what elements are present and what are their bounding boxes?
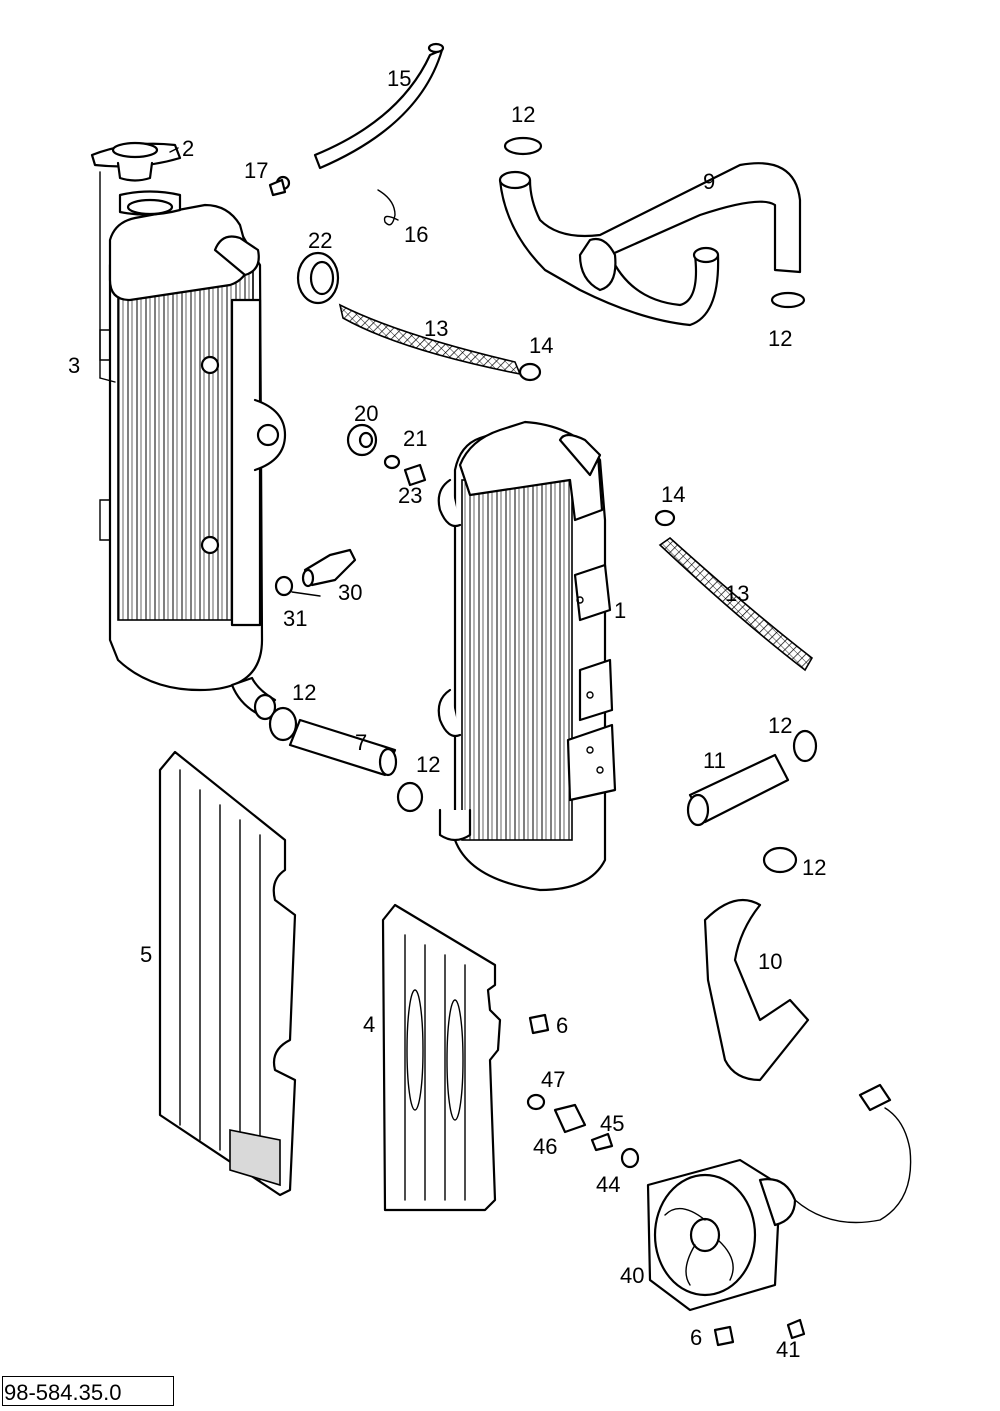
callout-40: 40 xyxy=(620,1263,644,1288)
callout-12-e: 12 xyxy=(768,713,792,738)
clip-nut-icon xyxy=(713,1325,735,1347)
callout-30: 30 xyxy=(338,580,362,605)
callout-14-right: 14 xyxy=(661,482,685,507)
hose-straight-icon xyxy=(288,718,397,777)
callout-4: 4 xyxy=(363,1012,375,1037)
hose-end xyxy=(686,793,710,827)
overflow-hose-icon xyxy=(658,536,814,672)
callout-46: 46 xyxy=(533,1134,557,1159)
callout-21: 21 xyxy=(403,426,427,451)
callout-12-a: 12 xyxy=(511,102,535,127)
screw-icon xyxy=(268,175,291,197)
leader-lines xyxy=(99,147,321,597)
callout-14-top: 14 xyxy=(529,333,553,358)
callout-47: 47 xyxy=(541,1067,565,1092)
callout-12-c: 12 xyxy=(292,680,316,705)
callout-7: 7 xyxy=(355,730,367,755)
callout-20: 20 xyxy=(354,401,378,426)
callout-31: 31 xyxy=(283,606,307,631)
callout-22: 22 xyxy=(308,228,332,253)
spring-clip-icon xyxy=(377,189,399,226)
radiator-right-icon xyxy=(437,420,617,892)
screw-icon xyxy=(590,1132,614,1152)
radiator-guard-left-icon xyxy=(158,750,297,1197)
small-clamp-icon xyxy=(654,509,676,527)
callout-11: 11 xyxy=(703,748,726,773)
small-clamp-icon xyxy=(518,362,542,382)
document-number-box xyxy=(2,1376,174,1406)
callout-3: 3 xyxy=(68,353,80,378)
hose-y-icon xyxy=(498,162,802,327)
washer-icon xyxy=(383,454,401,470)
cooling-fan-icon xyxy=(646,1083,912,1312)
grommet-icon xyxy=(296,251,340,305)
callout-23: 23 xyxy=(398,483,422,508)
radiator-guard-right-icon xyxy=(381,903,502,1212)
callout-12-d: 12 xyxy=(416,752,440,777)
seal-ring-icon xyxy=(274,575,294,597)
rubber-bushing-icon xyxy=(346,423,378,457)
callout-15: 15 xyxy=(387,66,411,91)
hose-clamp-icon xyxy=(268,136,818,874)
callout-5: 5 xyxy=(140,942,152,967)
callout-41: 41 xyxy=(776,1337,800,1362)
callout-44: 44 xyxy=(596,1172,620,1197)
callout-9: 9 xyxy=(703,169,715,194)
callout-13-top: 13 xyxy=(424,316,448,341)
washer-icon xyxy=(526,1093,546,1111)
callout-2: 2 xyxy=(182,136,194,161)
callout-17: 17 xyxy=(244,158,268,183)
clip-nut-icon xyxy=(528,1013,550,1035)
callout-6-top: 6 xyxy=(556,1013,568,1038)
callout-12-b: 12 xyxy=(768,326,792,351)
spacer-icon xyxy=(620,1147,640,1169)
callout-10: 10 xyxy=(758,949,782,974)
bolt-icon xyxy=(403,463,427,487)
temperature-switch-icon xyxy=(301,548,357,588)
screw-icon xyxy=(786,1318,806,1340)
callout-45: 45 xyxy=(600,1111,624,1136)
radiator-left-icon xyxy=(99,190,287,721)
hose-end xyxy=(378,747,398,777)
callout-13-right: 13 xyxy=(725,581,749,606)
callout-16: 16 xyxy=(404,222,428,247)
callout-6-bottom: 6 xyxy=(690,1325,702,1350)
radiator-cap-icon xyxy=(90,141,182,182)
callout-12-f: 12 xyxy=(802,855,826,880)
document-number: 98-584.35.0 xyxy=(4,1380,122,1405)
hose-bent-icon xyxy=(703,898,810,1082)
sleeve-icon xyxy=(553,1103,587,1134)
vent-hose-icon xyxy=(313,42,445,170)
callout-1: 1 xyxy=(614,598,626,623)
